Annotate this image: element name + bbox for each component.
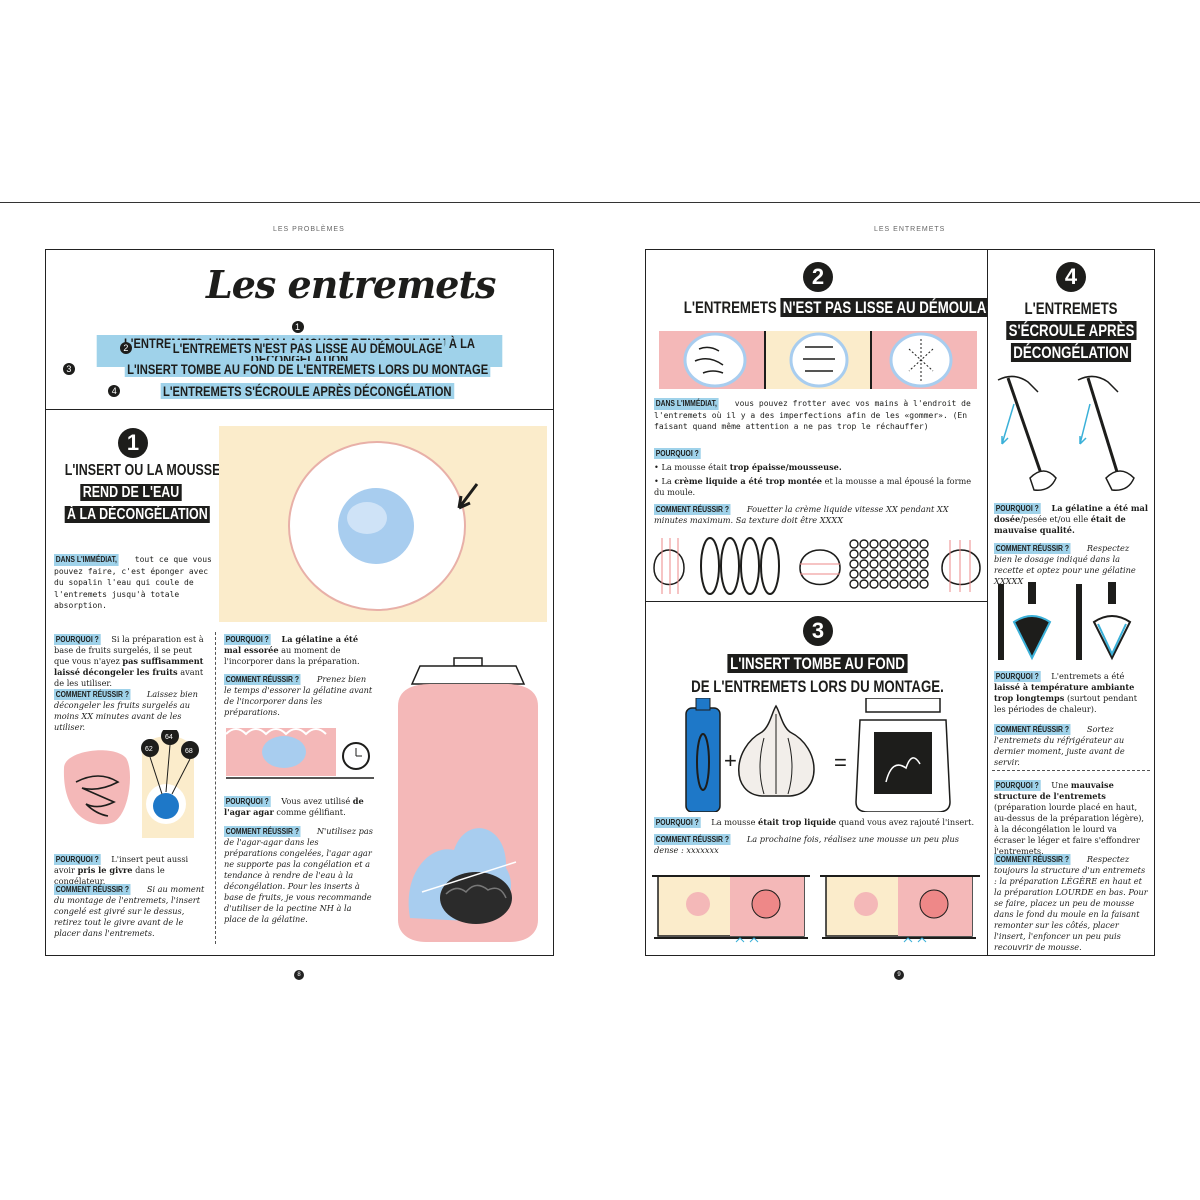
s4-how3: COMMENT RÉUSSIR ? Respectez toujours la … (994, 854, 1148, 952)
pot-illustration (652, 875, 980, 943)
s3-how: COMMENT RÉUSSIR ? La prochaine fois, réa… (654, 834, 960, 855)
section-2-box: 2 L'ENTREMETS N'EST PAS LISSE AU DÉMOULA… (645, 249, 1008, 604)
thermo-label-3: 68 (185, 748, 193, 755)
s1-immediate: DANS L'IMMÉDIAT, tout ce que vous pouvez… (54, 554, 212, 610)
thermo-label-2: 64 (165, 734, 173, 741)
s1-col1-how: COMMENT RÉUSSIR ? Laissez bien décongele… (54, 689, 198, 732)
gelatin-illustration (225, 728, 374, 779)
s2-why-label: POURQUOI ? (654, 448, 701, 459)
section-2-number: 2 (803, 262, 833, 292)
header-box: Les entremets 1L'ENTREMETS, L'INSERT OU … (45, 249, 554, 412)
s1-title-line3: À LA DÉCONGÉLATION (64, 506, 211, 524)
section-1-box: 1 L'INSERT OU LA MOUSSE REND DE L'EAU À … (45, 409, 554, 956)
s4-divider (992, 770, 1150, 771)
s2-bullet-1: • La mousse était trop épaisse/mousseuse… (654, 462, 842, 472)
right-running-head: LES ENTREMETS (874, 226, 946, 233)
section-4-box: 4 L'ENTREMETS S'ÉCROULE APRÈS DÉCONGÉLAT… (987, 249, 1155, 956)
s4-how1: COMMENT RÉUSSIR ? Respectez bien le dosa… (994, 543, 1136, 586)
section-3-box: 3 L'INSERT TOMBE AU FOND DE L'ENTREMETS … (645, 601, 990, 956)
svg-text:+: + (724, 748, 737, 773)
svg-text:=: = (834, 750, 847, 775)
s2-title: L'ENTREMETS N'EST PAS LISSE AU DÉMOULAGE (684, 298, 1008, 318)
s4-title-line1: L'ENTREMETS (1024, 299, 1118, 318)
section-4-number: 4 (1056, 262, 1086, 292)
hands-knife-illustration (997, 375, 1135, 491)
s1-title-line1: L'INSERT OU LA MOUSSE (64, 462, 221, 479)
s2-bullet-2: • La crème liquide a été trop montée et … (654, 476, 972, 497)
right-page-number: 9 (894, 970, 904, 980)
section-3-number: 3 (803, 616, 833, 646)
left-page-number: 8 (294, 970, 304, 980)
s3-title-line1: L'INSERT TOMBE AU FOND (684, 654, 952, 674)
thermo-label-1: 62 (145, 746, 153, 753)
s4-how2: COMMENT RÉUSSIR ? Sortez l'entremets du … (994, 724, 1125, 767)
s4-why2: POURQUOI ? L'entremets a été laissé à te… (994, 671, 1137, 714)
page-title: Les entremets (206, 262, 496, 307)
s4-why1: POURQUOI ? La gélatine a été mal dosée/p… (994, 503, 1148, 535)
insert-illustration: 62 64 68 (63, 730, 199, 838)
montage-illustration: + = (685, 698, 951, 812)
s1-col1-how2: COMMENT RÉUSSIR ? Si au moment du montag… (54, 884, 205, 938)
column-divider (215, 632, 217, 944)
s1-col2-why: POURQUOI ? La gélatine a été mal essorée… (224, 634, 360, 666)
s1-col2-how: COMMENT RÉUSSIR ? Prenez bien le temps d… (224, 674, 373, 717)
left-running-head: LES PROBLÈMES (273, 226, 345, 233)
mould-strip-illustration (659, 331, 977, 389)
s1-col1-why2: POURQUOI ? L'insert peut aussi avoir pri… (54, 854, 189, 886)
plate-illustration (219, 426, 547, 622)
s4-title-line3: DÉCONGÉLATION (1006, 343, 1135, 363)
gelatin-tools-illustration (998, 582, 1132, 661)
whisk-shapes-illustration (653, 537, 981, 595)
s4-why3: POURQUOI ? Une mauvaise structure de l'e… (994, 780, 1145, 856)
s1-col2-why2: POURQUOI ? Vous avez utilisé de l'agar a… (224, 796, 364, 817)
s1-title-line2: REND DE L'EAU (65, 484, 198, 502)
jar-illustration (398, 657, 538, 942)
s3-why: POURQUOI ? La mousse était trop liquide … (654, 817, 975, 828)
s1-col2-how2: COMMENT RÉUSSIR ? N'utilisez pas de l'ag… (224, 826, 373, 924)
page-top-rule (0, 202, 1200, 203)
arrow-icon (457, 483, 479, 510)
section-1-number: 1 (118, 428, 148, 458)
s1-col1-why: POURQUOI ? Si la préparation est à base … (54, 634, 204, 688)
s3-title-line2: DE L'ENTREMETS LORS DU MONTAGE. (691, 677, 944, 696)
s2-immediate: DANS L'IMMÉDIAT, vous pouvez frotter ave… (654, 398, 971, 431)
s2-how: COMMENT RÉUSSIR ? Fouetter la crème liqu… (654, 504, 949, 525)
s4-title-line2: S'ÉCROULE APRÈS (1006, 321, 1137, 341)
